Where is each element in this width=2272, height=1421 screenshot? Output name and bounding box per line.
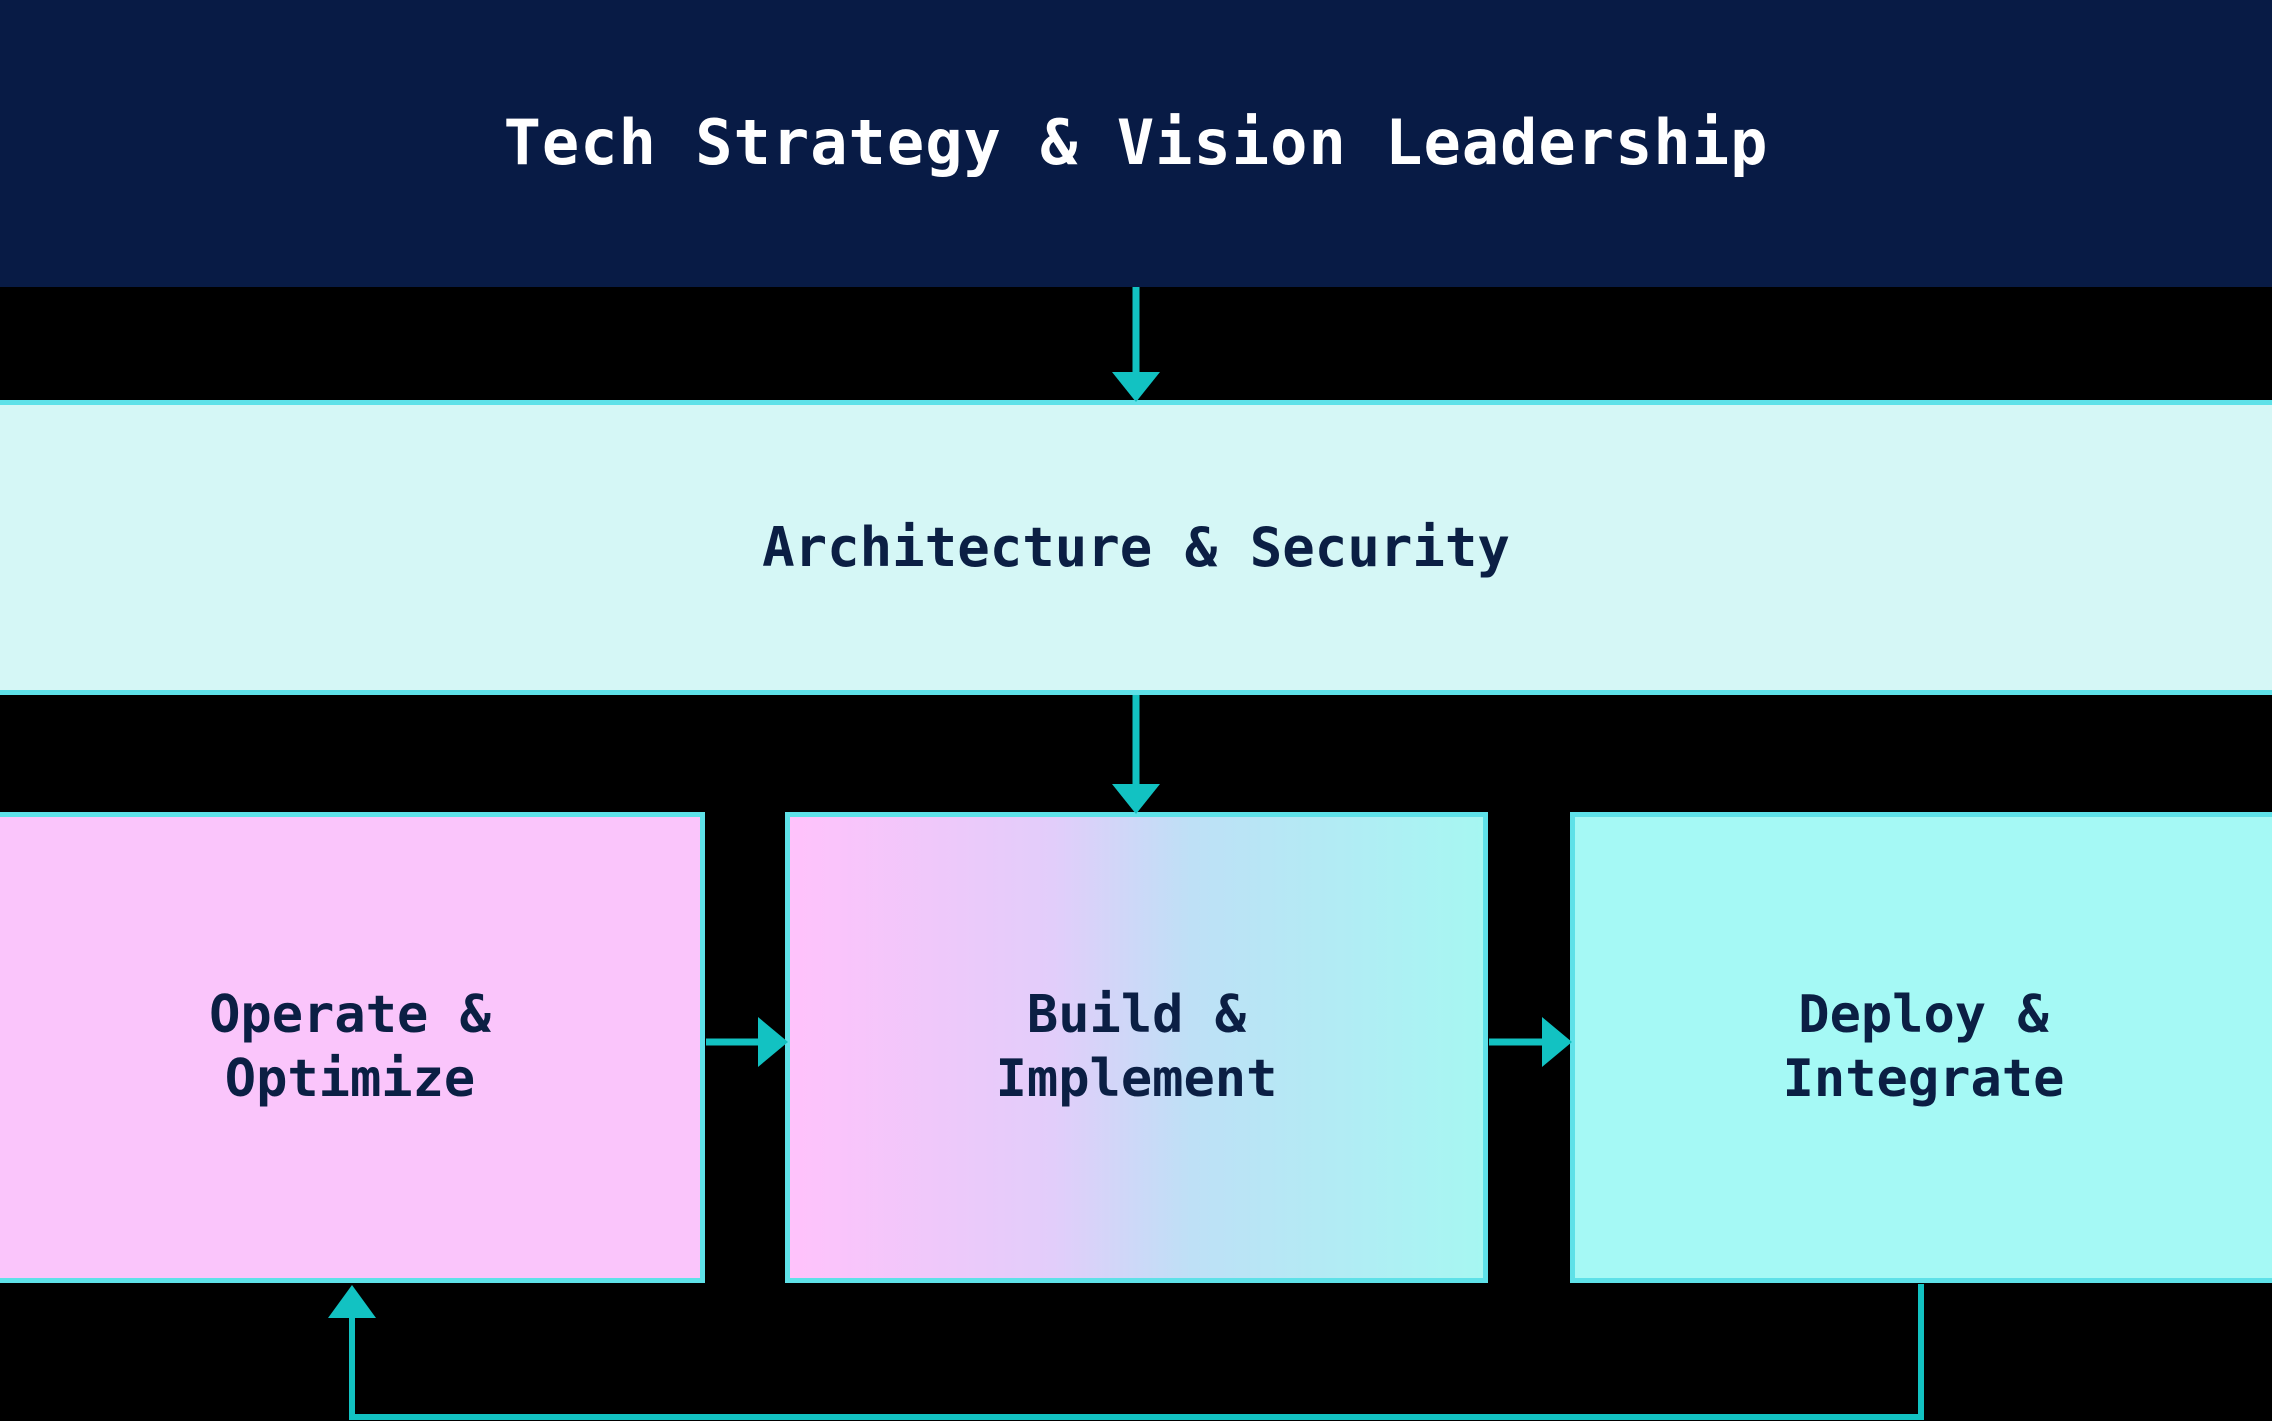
connector-deploy-to-operate-feedback-arrow-icon xyxy=(328,1284,1924,1420)
connector-governance-to-build-arrow-icon xyxy=(1112,695,1160,814)
node-operate-and-optimize[interactable]: Operate & Optimize xyxy=(0,812,705,1283)
connector-operate-to-build-arrow-icon xyxy=(706,1017,788,1067)
node-operate-and-optimize-label: Operate & Optimize xyxy=(209,985,491,1109)
node-deploy-and-integrate[interactable]: Deploy & Integrate xyxy=(1570,812,2272,1283)
node-deploy-and-integrate-label: Deploy & Integrate xyxy=(1782,985,2065,1109)
header-node-tech-strategy-vision-leadership[interactable]: Tech Strategy & Vision Leadership xyxy=(0,0,2272,287)
node-build-and-implement-label: Build & Implement xyxy=(995,985,1278,1109)
node-build-and-implement[interactable]: Build & Implement xyxy=(785,812,1488,1283)
connector-header-to-governance-arrow-icon xyxy=(1112,287,1160,402)
node-architecture-and-security[interactable]: Architecture & Security xyxy=(0,400,2272,695)
connector-build-to-deploy-arrow-icon xyxy=(1489,1017,1572,1067)
header-node-label: Tech Strategy & Vision Leadership xyxy=(503,106,1769,180)
node-architecture-and-security-label: Architecture & Security xyxy=(762,516,1510,579)
